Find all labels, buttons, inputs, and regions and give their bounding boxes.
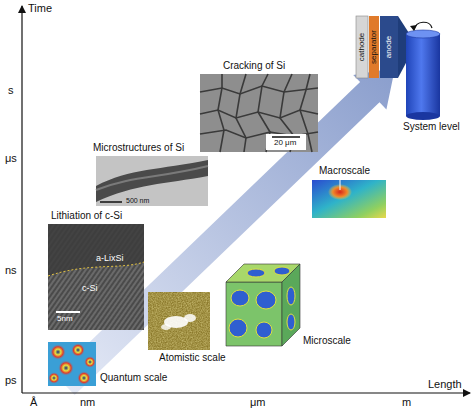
axis-title: Time	[28, 2, 52, 14]
scale-label: Microscale	[302, 335, 352, 346]
scale-label: Atomistic scale	[158, 352, 227, 363]
atomistic-image	[148, 292, 210, 350]
tick-label: Å	[30, 396, 37, 408]
microstructure-tem-image	[96, 156, 208, 206]
phase-label: c-Si	[82, 284, 98, 294]
image-title: Lithiation of c-Si	[50, 210, 123, 221]
phase-label: a-LixSi	[96, 254, 124, 264]
time-axis	[21, 6, 22, 393]
length-axis	[22, 392, 470, 393]
scale-label: System level	[402, 121, 461, 132]
image-title: Microstructures of Si	[92, 142, 185, 153]
tick-label: ps	[5, 374, 17, 386]
scale-bar-label: 500 nm	[126, 197, 149, 205]
macroscale-image	[312, 180, 386, 218]
tick-label: s	[8, 84, 14, 96]
layer-label: anode	[385, 36, 394, 58]
microscale-cube	[226, 264, 300, 346]
layer-label: cathode	[358, 33, 367, 61]
tick-label: ns	[5, 264, 17, 276]
tick-label: μm	[250, 396, 266, 408]
scale-label: Macroscale	[318, 165, 371, 176]
scale-bar-label: 5nm	[57, 315, 73, 324]
scale-bar-label: 20 μm	[274, 139, 296, 148]
scale-label: Quantum scale	[99, 372, 168, 383]
tick-label: μs	[5, 152, 17, 164]
tick-label: nm	[80, 396, 95, 408]
image-title: Cracking of Si	[222, 60, 286, 71]
cracking-sem-image	[200, 74, 318, 152]
battery-system	[356, 16, 440, 120]
tick-label: m	[402, 396, 411, 408]
axis-title: Length	[428, 378, 462, 390]
layer-label: separator	[370, 30, 379, 64]
lithiation-tem-image	[48, 224, 144, 330]
quantum-image	[48, 342, 96, 386]
